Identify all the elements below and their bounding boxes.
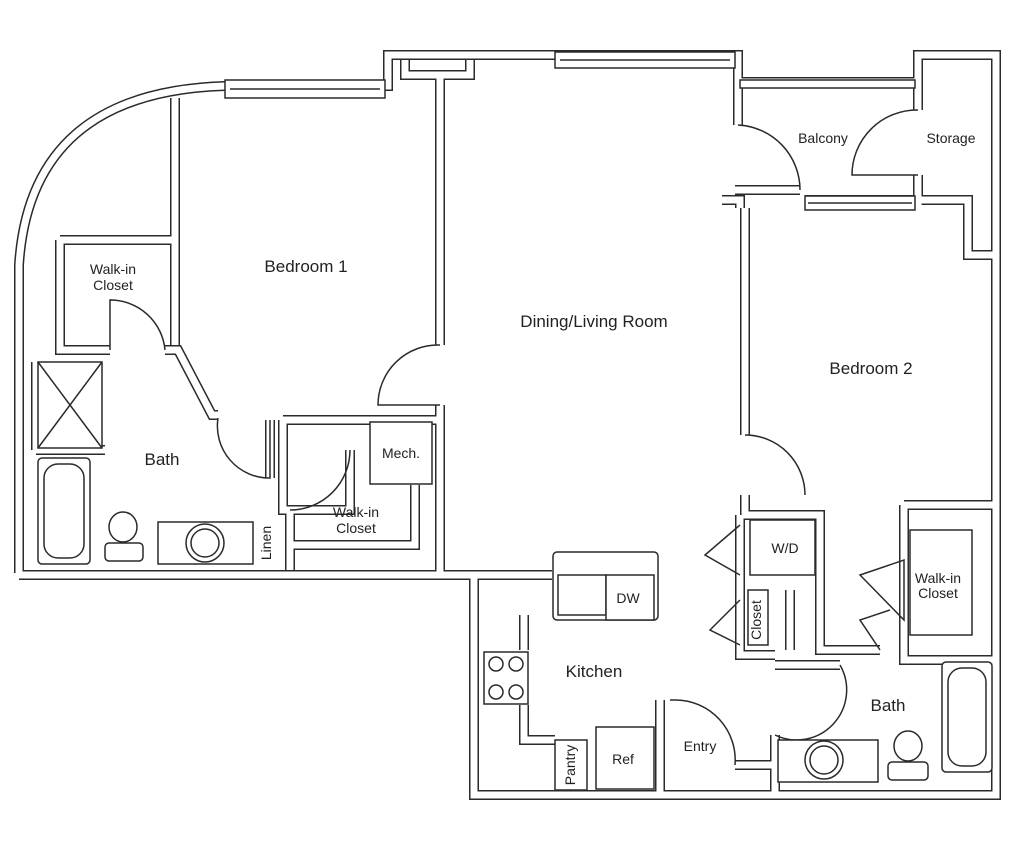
doors <box>109 109 919 766</box>
label-walkin1-l2: Closet <box>93 277 133 293</box>
label-bedroom1: Bedroom 1 <box>264 257 347 276</box>
label-kitchen: Kitchen <box>566 662 623 681</box>
label-walkin3-l1: Walk-in <box>915 570 961 586</box>
label-bath1: Bath <box>145 450 180 469</box>
label-bedroom2: Bedroom 2 <box>829 359 912 378</box>
label-storage: Storage <box>926 130 975 146</box>
fixtures <box>37 361 993 791</box>
label-pantry: Pantry <box>562 745 578 785</box>
label-ref: Ref <box>612 751 634 767</box>
walls <box>14 50 1001 800</box>
label-entry: Entry <box>684 738 717 754</box>
label-walkin2-l2: Closet <box>336 520 376 536</box>
label-dw: DW <box>616 590 640 606</box>
label-closet: Closet <box>748 600 764 640</box>
label-linen: Linen <box>258 526 274 560</box>
label-walkin3-l2: Closet <box>918 585 958 601</box>
label-balcony: Balcony <box>798 130 848 146</box>
label-walkin1-l1: Walk-in <box>90 261 136 277</box>
label-dining-living: Dining/Living Room <box>520 312 667 331</box>
room-labels: Bedroom 1 Walk-in Closet Bath Linen Walk… <box>90 130 976 785</box>
label-bath2: Bath <box>871 696 906 715</box>
label-wd: W/D <box>771 540 798 556</box>
windows <box>224 51 916 211</box>
label-walkin2-l1: Walk-in <box>333 504 379 520</box>
label-mech: Mech. <box>382 445 420 461</box>
